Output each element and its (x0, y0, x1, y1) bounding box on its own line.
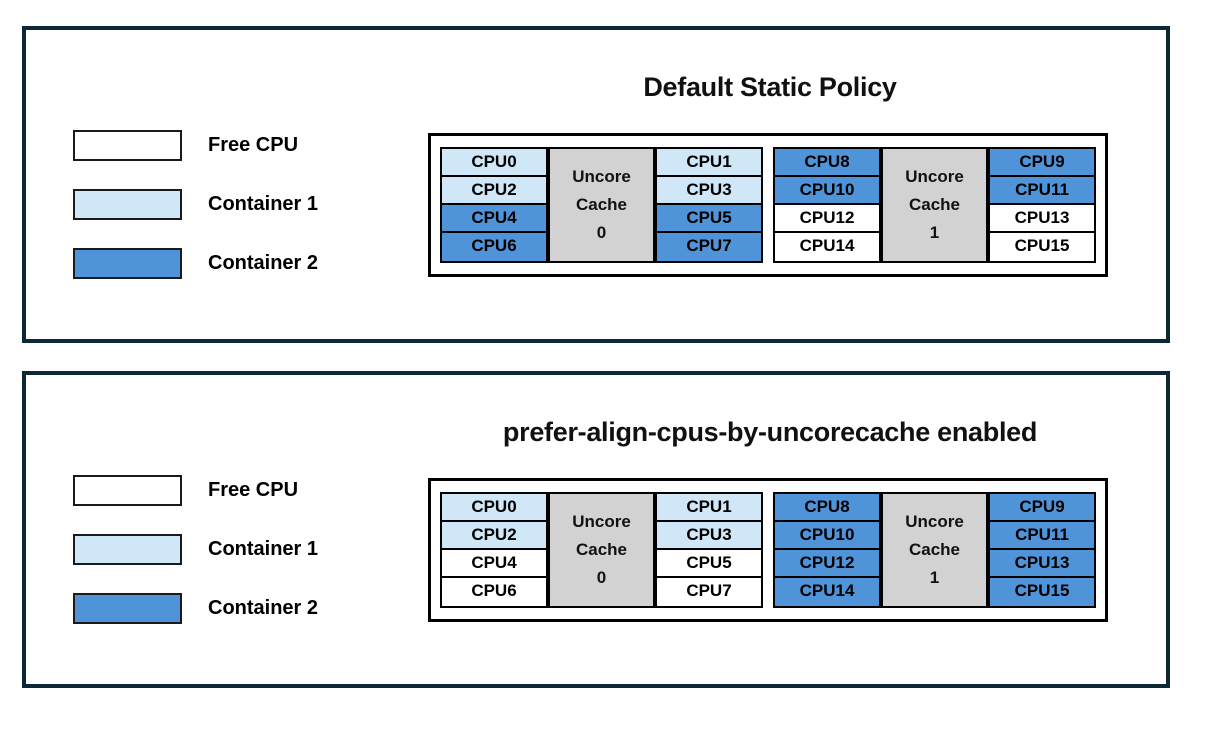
cell-cpu6: CPU6 (442, 233, 546, 261)
legend-label: Container 2 (208, 597, 319, 619)
legend: Free CPU Container 1 Container 2 (73, 475, 318, 652)
cell-cpu1: CPU1 (657, 494, 761, 522)
cell-cpu4: CPU4 (442, 205, 546, 233)
cpu-column-right: CPU1 CPU3 CPU5 CPU7 (655, 147, 763, 263)
cpu-topology-diagram: CPU0 CPU2 CPU4 CPU6 Uncore Cache 0 CPU1 … (428, 133, 1108, 277)
cell-cpu7: CPU7 (657, 233, 761, 261)
cell-cpu2: CPU2 (442, 522, 546, 550)
panel-title: prefer-align-cpus-by-uncorecache enabled (502, 417, 1038, 447)
cache-label-line: Cache (575, 195, 628, 214)
panel-default-static-policy: Default Static Policy Free CPU Container… (22, 26, 1170, 343)
cache-label-line: Uncore (572, 512, 631, 531)
cell-cpu14: CPU14 (775, 578, 879, 606)
cpu-column-right: CPU9 CPU11 CPU13 CPU15 (988, 147, 1096, 263)
cell-cpu11: CPU11 (990, 177, 1094, 205)
cache-label-line: 0 (596, 568, 607, 587)
legend-row-free-cpu: Free CPU (73, 475, 318, 506)
cell-cpu12: CPU12 (775, 550, 879, 578)
cell-cpu0: CPU0 (442, 149, 546, 177)
legend-swatch-container-2 (73, 593, 182, 624)
uncore-cache-1-box: Uncore Cache 1 (881, 492, 988, 608)
cell-cpu13: CPU13 (990, 205, 1094, 233)
cell-cpu1: CPU1 (657, 149, 761, 177)
cache-label-line: 1 (929, 223, 940, 242)
cache-label-line: Uncore (905, 167, 964, 186)
uncore-cache-1-box: Uncore Cache 1 (881, 147, 988, 263)
legend-label: Container 2 (208, 252, 319, 274)
uncore-cache-0-box: Uncore Cache 0 (548, 492, 655, 608)
cell-cpu8: CPU8 (775, 494, 879, 522)
cache-label-line: Uncore (905, 512, 964, 531)
legend-label: Container 1 (208, 538, 319, 560)
cell-cpu15: CPU15 (990, 578, 1094, 606)
cache-label-line: Cache (908, 540, 961, 559)
cache-label-line: Uncore (572, 167, 631, 186)
legend-row-free-cpu: Free CPU (73, 130, 318, 161)
cell-cpu8: CPU8 (775, 149, 879, 177)
legend-row-container-1: Container 1 (73, 534, 318, 565)
cpu-topology-diagram: CPU0 CPU2 CPU4 CPU6 Uncore Cache 0 CPU1 … (428, 478, 1108, 622)
cell-cpu5: CPU5 (657, 550, 761, 578)
legend-row-container-2: Container 2 (73, 593, 318, 624)
legend-swatch-container-1 (73, 534, 182, 565)
cell-cpu7: CPU7 (657, 578, 761, 606)
cell-cpu11: CPU11 (990, 522, 1094, 550)
cpu-column-right: CPU1 CPU3 CPU5 CPU7 (655, 492, 763, 608)
panel-uncorecache-enabled: prefer-align-cpus-by-uncorecache enabled… (22, 371, 1170, 688)
uncore-group-1: CPU8 CPU10 CPU12 CPU14 Uncore Cache 1 CP… (773, 147, 1096, 263)
cpu-column-left: CPU8 CPU10 CPU12 CPU14 (773, 147, 881, 263)
cell-cpu2: CPU2 (442, 177, 546, 205)
uncore-group-1: CPU8 CPU10 CPU12 CPU14 Uncore Cache 1 CP… (773, 492, 1096, 608)
uncore-group-0: CPU0 CPU2 CPU4 CPU6 Uncore Cache 0 CPU1 … (440, 147, 763, 263)
cpu-column-left: CPU8 CPU10 CPU12 CPU14 (773, 492, 881, 608)
legend-row-container-2: Container 2 (73, 248, 318, 279)
cpu-column-right: CPU9 CPU11 CPU13 CPU15 (988, 492, 1096, 608)
cache-label-line: Cache (908, 195, 961, 214)
cell-cpu14: CPU14 (775, 233, 879, 261)
cell-cpu15: CPU15 (990, 233, 1094, 261)
cell-cpu0: CPU0 (442, 494, 546, 522)
cell-cpu10: CPU10 (775, 177, 879, 205)
legend-swatch-container-1 (73, 189, 182, 220)
cell-cpu6: CPU6 (442, 578, 546, 606)
legend-label: Container 1 (208, 193, 319, 215)
uncore-cache-0-box: Uncore Cache 0 (548, 147, 655, 263)
legend-label: Free CPU (208, 479, 299, 501)
cache-label-line: Cache (575, 540, 628, 559)
cache-label-line: 0 (596, 223, 607, 242)
panel-title: Default Static Policy (643, 72, 897, 102)
cell-cpu4: CPU4 (442, 550, 546, 578)
cell-cpu5: CPU5 (657, 205, 761, 233)
legend-swatch-free-cpu (73, 130, 182, 161)
cell-cpu10: CPU10 (775, 522, 879, 550)
cpu-column-left: CPU0 CPU2 CPU4 CPU6 (440, 147, 548, 263)
cpu-column-left: CPU0 CPU2 CPU4 CPU6 (440, 492, 548, 608)
cell-cpu9: CPU9 (990, 494, 1094, 522)
legend-swatch-container-2 (73, 248, 182, 279)
uncore-group-0: CPU0 CPU2 CPU4 CPU6 Uncore Cache 0 CPU1 … (440, 492, 763, 608)
legend-row-container-1: Container 1 (73, 189, 318, 220)
legend: Free CPU Container 1 Container 2 (73, 130, 318, 307)
cache-label-line: 1 (929, 568, 940, 587)
legend-label: Free CPU (208, 134, 299, 156)
cell-cpu12: CPU12 (775, 205, 879, 233)
cell-cpu3: CPU3 (657, 522, 761, 550)
cell-cpu9: CPU9 (990, 149, 1094, 177)
cell-cpu3: CPU3 (657, 177, 761, 205)
cell-cpu13: CPU13 (990, 550, 1094, 578)
legend-swatch-free-cpu (73, 475, 182, 506)
